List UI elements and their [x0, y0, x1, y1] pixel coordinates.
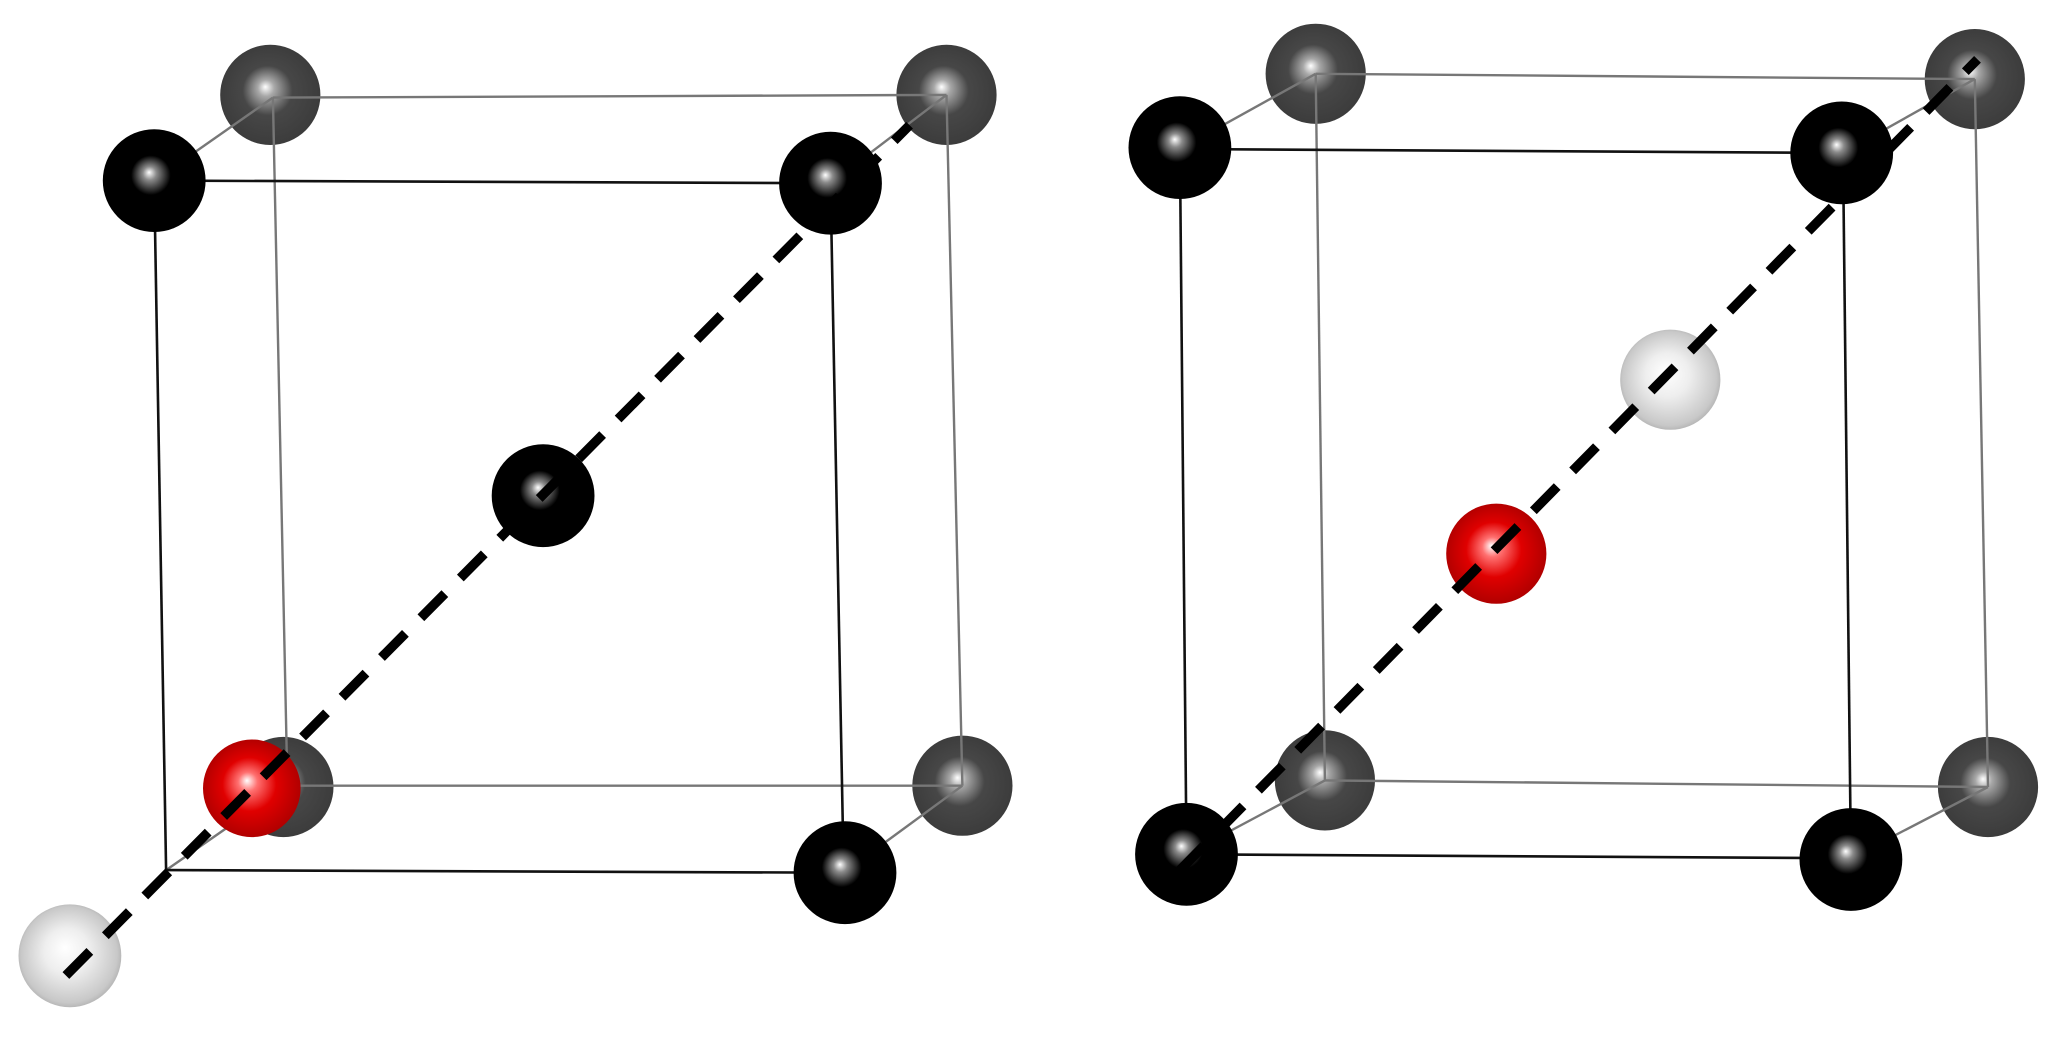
front-edge: [166, 868, 844, 875]
light-gray-atom: [18, 904, 122, 1008]
back-edge: [1315, 72, 1975, 81]
front-bottom-right-atom: [1799, 808, 1903, 911]
back-top-left-atom: [220, 44, 321, 145]
front-edge: [1841, 152, 1853, 859]
back-edge: [272, 93, 947, 99]
right-cell: [1128, 23, 2039, 911]
front-bottom-left-atom: [1135, 802, 1238, 906]
left-cell: [18, 44, 1013, 1008]
front-edge: [152, 180, 168, 871]
front-edge: [1178, 148, 1188, 855]
body-diagonal-dashed-line: [1176, 55, 1981, 874]
front-top-left-atom: [102, 129, 206, 233]
front-top-left-atom: [1128, 96, 1232, 199]
front-edge: [1179, 147, 1844, 155]
back-edge: [271, 97, 289, 786]
body-diagonal-dashed-line: [62, 121, 913, 979]
front-edge: [154, 179, 831, 185]
front-top-right-atom: [779, 131, 882, 235]
front-top-right-atom: [1790, 101, 1894, 205]
back-edge: [945, 94, 964, 786]
front-edge: [1186, 853, 1851, 860]
back-edge: [1314, 73, 1327, 781]
light-gray-atom: [1620, 329, 1721, 430]
front-bottom-right-atom: [793, 821, 897, 925]
back-edge: [1324, 779, 1989, 789]
front-edge: [829, 183, 845, 873]
back-edge: [1973, 79, 1990, 788]
